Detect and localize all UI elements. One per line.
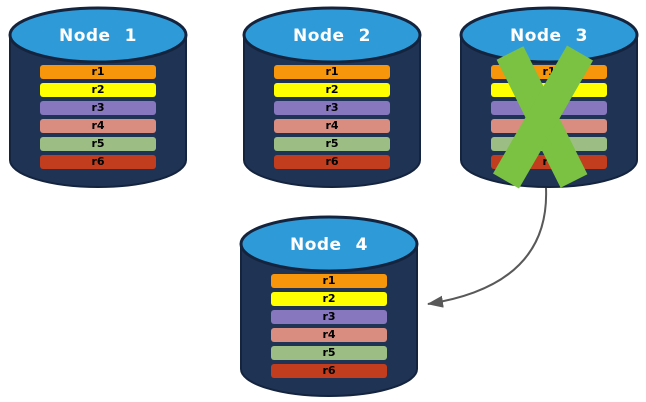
row-label: r5 xyxy=(91,137,105,150)
row-stack: r1 r2 r3 r4 r5 r6 xyxy=(271,274,387,382)
node-2: Node 2 r1 r2 r3 r4 r5 r6 xyxy=(241,4,423,190)
row-bar-r5: r5 xyxy=(271,346,387,360)
node-title: Node 1 xyxy=(58,26,137,46)
row-label: r2 xyxy=(325,83,339,96)
row-bar-r3: r3 xyxy=(40,101,156,115)
row-bar-r6: r6 xyxy=(491,155,607,169)
node-title: Node 4 xyxy=(289,235,368,255)
row-label: r4 xyxy=(542,119,556,132)
row-bar-r4: r4 xyxy=(40,119,156,133)
row-bar-r1: r1 xyxy=(274,65,390,79)
arrow-curve xyxy=(427,187,548,308)
row-bar-r4: r4 xyxy=(491,119,607,133)
row-label: r6 xyxy=(325,155,339,168)
row-bar-r2: r2 xyxy=(491,83,607,97)
row-bar-r6: r6 xyxy=(274,155,390,169)
row-label: r5 xyxy=(325,137,339,150)
row-bar-r2: r2 xyxy=(274,83,390,97)
row-label: r3 xyxy=(325,101,339,114)
row-bar-r6: r6 xyxy=(40,155,156,169)
row-bar-r1: r1 xyxy=(271,274,387,288)
row-bar-r5: r5 xyxy=(274,137,390,151)
row-label: r4 xyxy=(322,328,336,341)
row-bar-r3: r3 xyxy=(274,101,390,115)
row-bar-r1: r1 xyxy=(491,65,607,79)
row-label: r3 xyxy=(542,101,556,114)
node-3: Node 3 r1 r2 r3 r4 r5 r6 xyxy=(458,4,640,190)
node-title: Node 3 xyxy=(509,26,588,46)
row-label: r5 xyxy=(322,346,336,359)
row-stack: r1 r2 r3 r4 r5 r6 xyxy=(274,65,390,173)
row-bar-r4: r4 xyxy=(271,328,387,342)
row-label: r3 xyxy=(322,310,336,323)
node-title: Node 2 xyxy=(292,26,371,46)
row-bar-r5: r5 xyxy=(40,137,156,151)
cylinder-top xyxy=(239,215,419,273)
row-label: r1 xyxy=(322,274,336,287)
row-bar-r6: r6 xyxy=(271,364,387,378)
row-bar-r3: r3 xyxy=(271,310,387,324)
row-bar-r3: r3 xyxy=(491,101,607,115)
row-stack: r1 r2 r3 r4 r5 r6 xyxy=(40,65,156,173)
row-bar-r5: r5 xyxy=(491,137,607,151)
row-label: r3 xyxy=(91,101,105,114)
row-label: r6 xyxy=(91,155,105,168)
cylinder-top xyxy=(242,6,422,64)
row-label: r2 xyxy=(91,83,105,96)
row-label: r6 xyxy=(542,155,556,168)
cylinder-top xyxy=(8,6,188,64)
node-4: Node 4 r1 r2 r3 r4 r5 r6 xyxy=(238,213,420,399)
row-label: r1 xyxy=(91,65,105,78)
row-bar-r4: r4 xyxy=(274,119,390,133)
row-label: r5 xyxy=(542,137,556,150)
row-stack: r1 r2 r3 r4 r5 r6 xyxy=(491,65,607,173)
node-1: Node 1 r1 r2 r3 r4 r5 r6 xyxy=(7,4,189,190)
row-label: r2 xyxy=(322,292,336,305)
row-bar-r2: r2 xyxy=(271,292,387,306)
row-bar-r2: r2 xyxy=(40,83,156,97)
row-label: r4 xyxy=(91,119,105,132)
row-label: r4 xyxy=(325,119,339,132)
row-label: r1 xyxy=(542,65,556,78)
row-label: r2 xyxy=(542,83,556,96)
row-label: r1 xyxy=(325,65,339,78)
row-label: r6 xyxy=(322,364,336,377)
row-bar-r1: r1 xyxy=(40,65,156,79)
